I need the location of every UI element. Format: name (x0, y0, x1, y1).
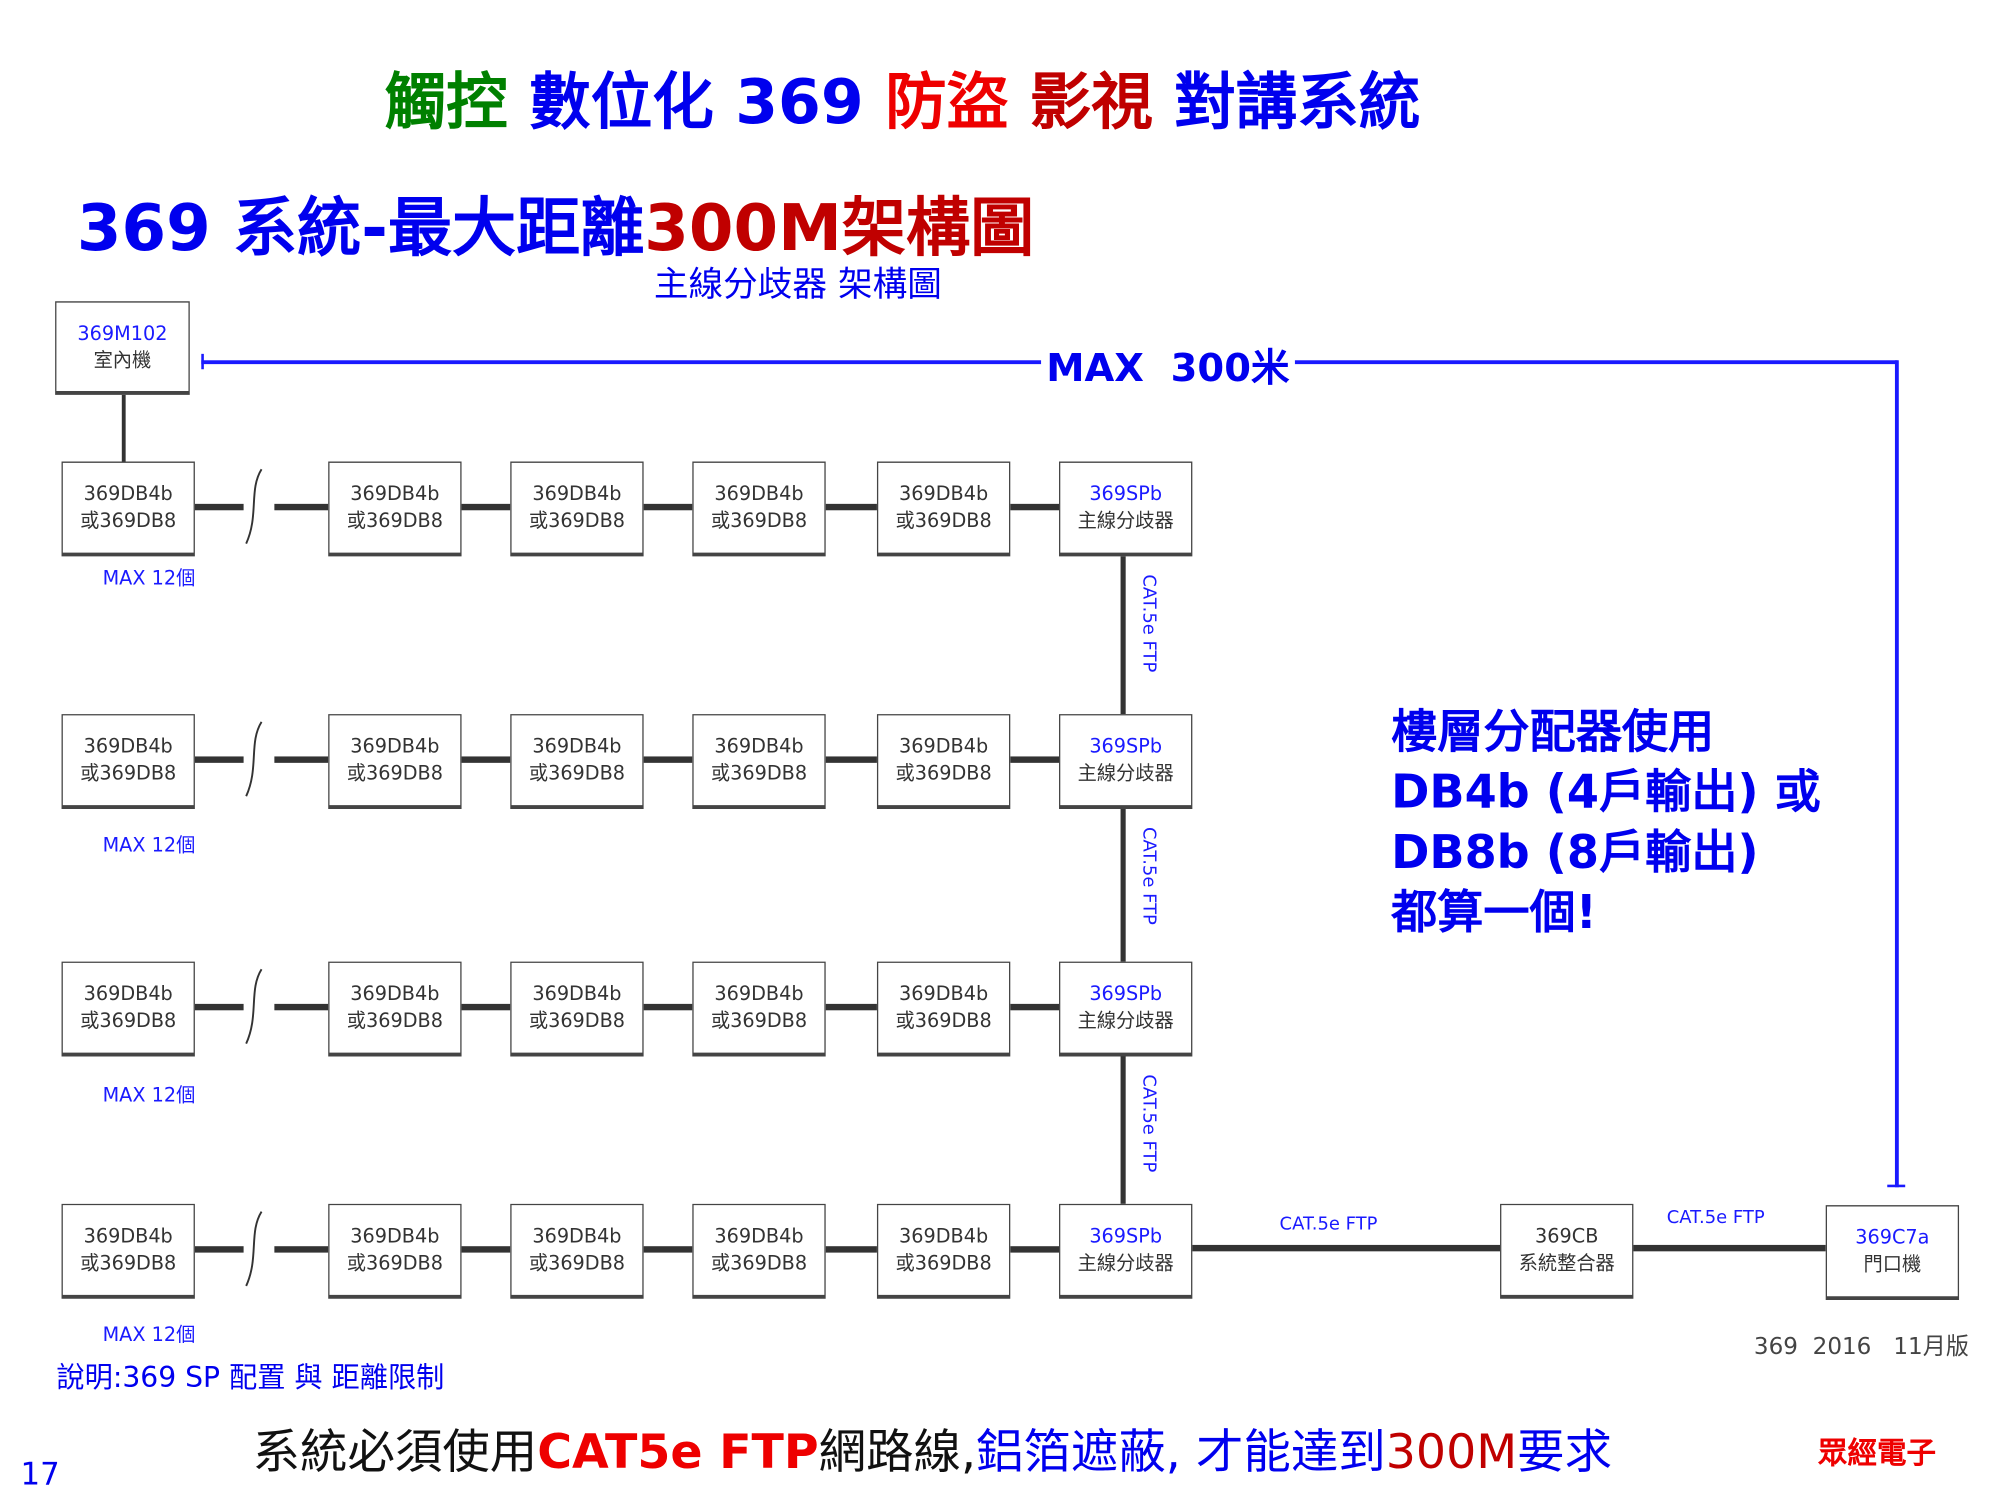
bus-segment (1010, 756, 1060, 763)
bus-segment (643, 503, 693, 511)
bus-segment (461, 1003, 511, 1011)
indoor-unit-box: 369M102 室內機 (55, 301, 190, 395)
bus-segment (194, 1246, 244, 1253)
trunk-cable (1120, 809, 1126, 962)
explanation: 說明:369 SP 配置 與 距離限制 (56, 1362, 445, 1395)
bus-segment (461, 503, 511, 511)
cable-label: CAT.5e FTP (1666, 1207, 1765, 1229)
break-symbol-icon (245, 721, 263, 797)
cable-cb-to-door (1633, 1244, 1826, 1252)
max-per-row-label: MAX 12個 (102, 1323, 196, 1347)
bus-segment (1010, 503, 1060, 511)
bus-segment (194, 1003, 244, 1011)
indoor-connector (121, 394, 126, 462)
trunk-cable (1120, 1056, 1126, 1204)
break-symbol-icon (245, 468, 263, 545)
max-distance-end-tick (1887, 1184, 1906, 1188)
bus-segment (274, 503, 329, 511)
footer-requirement: 系統必須使用CAT5e FTP網路線,鋁箔遮蔽, 才能達到300M要求 (252, 1424, 1613, 1480)
cable-label: CAT.5e FTP (1279, 1214, 1378, 1235)
bus-segment (1010, 1003, 1060, 1011)
trunk-cable (1120, 556, 1126, 715)
bus-segment (461, 1246, 511, 1253)
max-per-row-label: MAX 12個 (102, 566, 196, 590)
bus-segment (825, 1246, 877, 1253)
version-label: 369 2016 11月版 (1753, 1333, 1969, 1361)
bus-segment (1010, 1246, 1060, 1253)
cable-sp-to-cb (1192, 1244, 1501, 1252)
max-per-row-label: MAX 12個 (102, 1083, 196, 1107)
bus-segment (274, 1003, 329, 1011)
right-note: 樓層分配器使用 DB4b (4戶輸出) 或 DB8b (8戶輸出) 都算一個! (1391, 706, 1821, 940)
diagram-heading: 369 系統-最大距離300M架構圖 (76, 191, 1035, 266)
bus-segment (643, 756, 693, 763)
bus-segment (643, 1003, 693, 1011)
main-title: 觸控 數位化 369 防盜 影視 對講系統 (384, 66, 1421, 139)
brand-logo: 眾經電子 (1818, 1437, 1936, 1471)
bus-segment (194, 503, 244, 511)
max-distance-label: MAX 300米 (1041, 335, 1295, 393)
max-per-row-label: MAX 12個 (102, 833, 196, 857)
trunk-cable-label: CAT.5e FTP (1138, 826, 1160, 925)
bus-segment (274, 1246, 329, 1253)
break-symbol-icon (245, 968, 263, 1045)
bus-segment (461, 756, 511, 763)
max-distance-drop (1894, 360, 1899, 1188)
diagram-subheading: 主線分歧器 架構圖 (653, 265, 942, 306)
max-distance-tick (201, 353, 204, 370)
bus-segment (825, 756, 877, 763)
bus-segment (643, 1246, 693, 1253)
bus-segment (825, 1003, 877, 1011)
bus-segment (194, 756, 244, 763)
door-unit-box: 369C7a 門口機 (1825, 1205, 1960, 1301)
page-number: 17 (20, 1456, 60, 1493)
bus-segment (274, 756, 329, 763)
trunk-cable-label: CAT.5e FTP (1138, 1074, 1160, 1173)
trunk-cable-label: CAT.5e FTP (1138, 574, 1160, 673)
break-symbol-icon (245, 1211, 263, 1287)
bus-segment (825, 503, 877, 511)
system-integrator-box: 369CB 系統整合器 (1500, 1203, 1634, 1299)
